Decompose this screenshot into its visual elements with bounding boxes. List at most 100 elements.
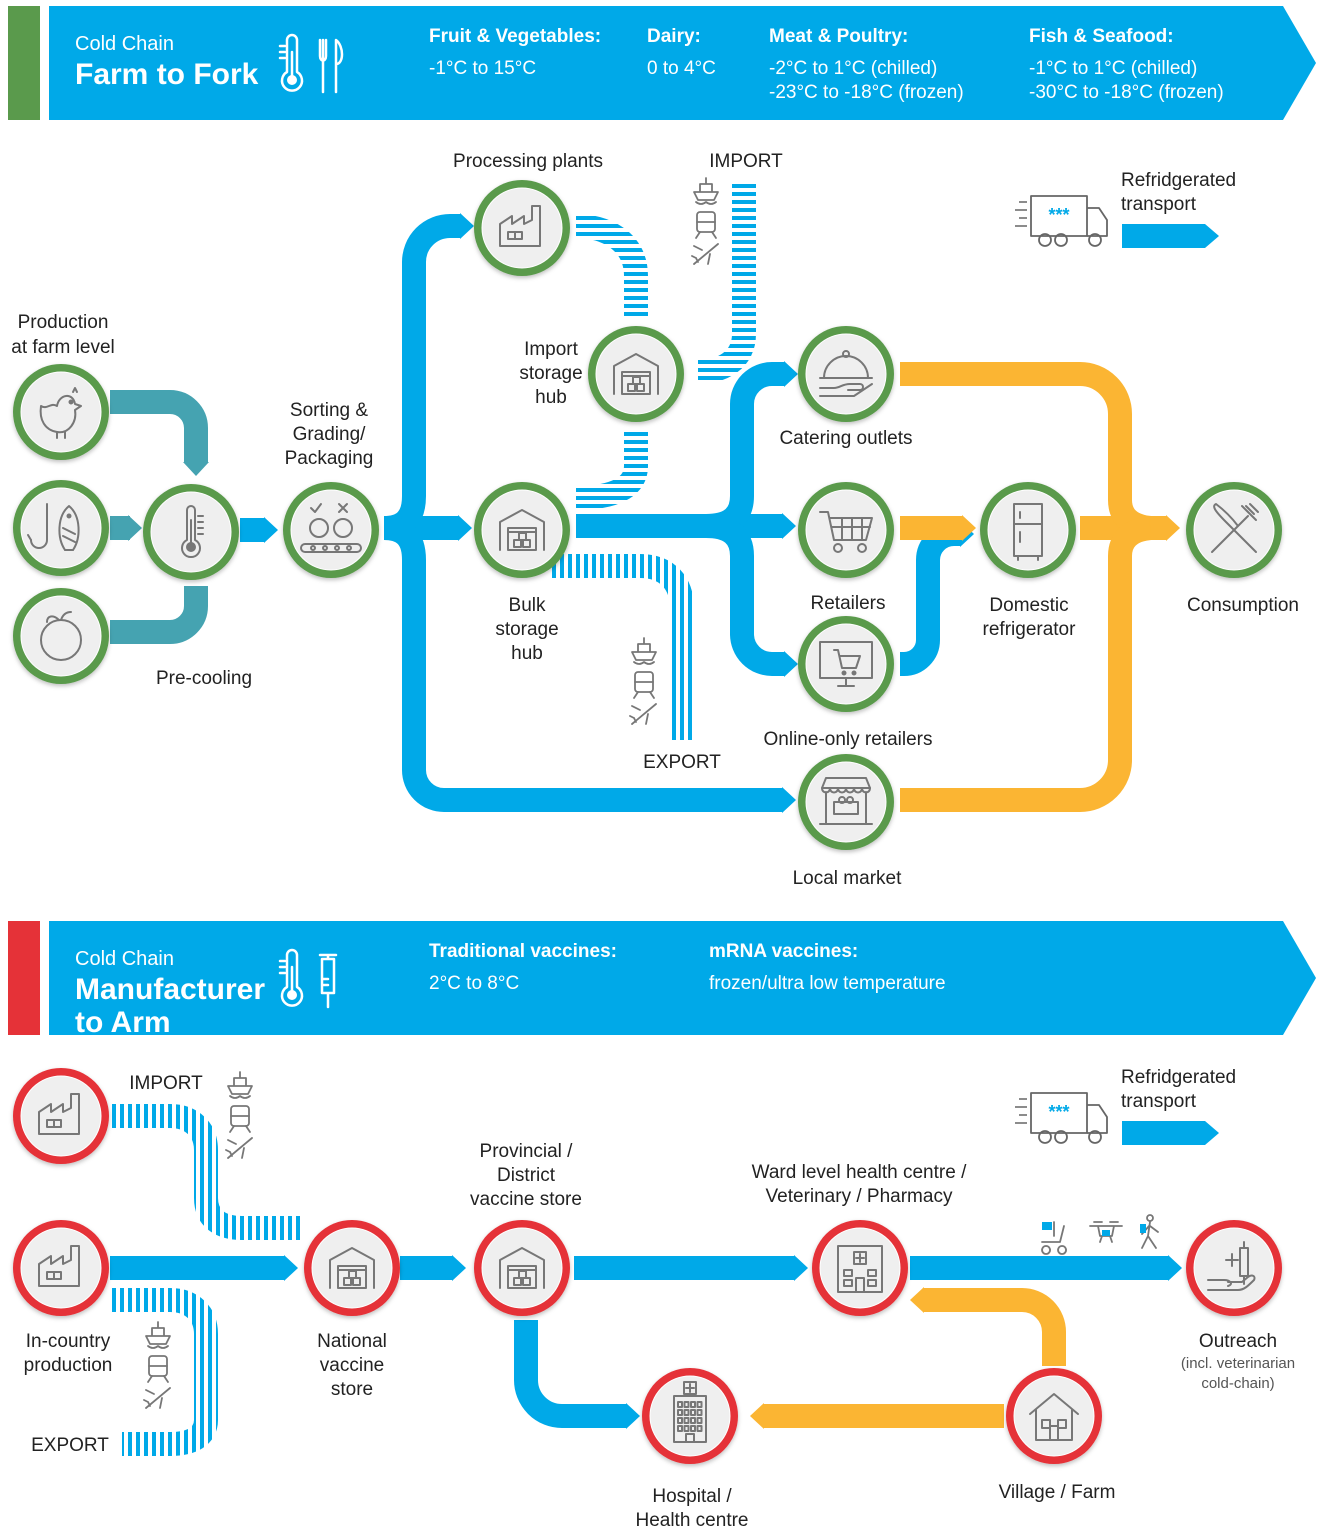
thermometer-icon — [278, 948, 304, 1007]
hand-syringe-icon — [1207, 1241, 1256, 1291]
node-poultry[interactable] — [13, 364, 109, 460]
label-provincial: vaccine store — [470, 1189, 582, 1210]
arrowhead — [284, 1255, 298, 1281]
banner-title: Farm to Fork — [75, 58, 259, 91]
label-fridge: Domestic — [989, 595, 1068, 616]
label-outreach-sub: cold-chain) — [1201, 1375, 1274, 1392]
chicken-icon — [39, 387, 82, 439]
export-transport-icons — [143, 1321, 171, 1409]
label-ward: Ward level health centre / — [752, 1162, 967, 1183]
factory-icon — [38, 1245, 80, 1287]
label-hospital: Hospital / — [652, 1486, 732, 1507]
label-provincial: Provincial / — [480, 1141, 574, 1162]
label-sorting: Packaging — [285, 448, 374, 469]
label-incountry: production — [24, 1355, 113, 1376]
banner-title: to Arm — [75, 1006, 171, 1039]
label-ward: Veterinary / Pharmacy — [766, 1186, 953, 1207]
node-import-hub[interactable] — [588, 326, 684, 422]
thermometer-icon — [181, 505, 204, 559]
flow-online-fridge — [892, 522, 966, 676]
node-fruit[interactable] — [13, 588, 109, 684]
node-ward[interactable] — [812, 1220, 908, 1316]
flow-sorting-market — [383, 516, 782, 812]
spec-value: 0 to 4°C — [647, 58, 716, 79]
arrowhead — [784, 651, 798, 677]
conveyor-icon — [300, 503, 362, 553]
node-online[interactable] — [798, 616, 894, 712]
spec-value: frozen/ultra low temperature — [709, 973, 946, 994]
svg-text:***: *** — [1048, 1102, 1069, 1122]
legend-label: transport — [1121, 1091, 1197, 1112]
label-market: Local market — [793, 868, 902, 889]
spec-value: -1°C to 1°C (chilled) — [1029, 58, 1197, 79]
syringe-icon — [318, 953, 338, 1009]
spec-value: -2°C to 1°C (chilled) — [769, 58, 937, 79]
label-catering: Catering outlets — [779, 428, 912, 449]
warehouse-icon — [329, 1247, 375, 1289]
node-national[interactable] — [304, 1220, 400, 1316]
banner-arrow — [49, 6, 1316, 120]
flow-incountry-export — [110, 1288, 218, 1456]
node-provincial[interactable] — [474, 1220, 570, 1316]
label-outreach: Outreach — [1199, 1331, 1277, 1352]
node-village[interactable] — [1006, 1368, 1102, 1464]
house-icon — [1029, 1393, 1079, 1441]
legend-label: Refridgerated — [1121, 1067, 1236, 1088]
node-fridge[interactable] — [980, 482, 1076, 578]
flow-import-importhub — [697, 182, 756, 384]
node-consumption[interactable] — [1186, 482, 1282, 578]
monitor-cart-icon — [819, 641, 873, 687]
arrowhead — [626, 1403, 640, 1429]
fish-hook-icon — [27, 503, 80, 551]
node-processing[interactable] — [474, 180, 570, 276]
label-national: store — [331, 1379, 373, 1400]
label-fridge: refrigerator — [983, 619, 1077, 640]
svg-text:***: *** — [1048, 205, 1069, 225]
node-sorting[interactable] — [283, 482, 379, 578]
node-market[interactable] — [798, 754, 894, 850]
spec-value: -30°C to -18°C (frozen) — [1029, 82, 1224, 103]
spec-name: Fruit & Vegetables: — [429, 26, 601, 47]
walker-icon — [1141, 1221, 1159, 1249]
fridge-icon — [1013, 503, 1043, 561]
refrigerated-transport-legend: *** Refridgerated transport — [1015, 1067, 1236, 1145]
arrowhead — [458, 515, 472, 541]
label-online: Online-only retailers — [764, 729, 933, 750]
banner-kicker: Cold Chain — [75, 33, 174, 55]
node-bulk-hub[interactable] — [474, 482, 570, 578]
shopping-cart-icon — [819, 511, 873, 553]
flow-importhub-bulk — [575, 428, 648, 510]
node-fish[interactable] — [13, 480, 109, 576]
spec-name: mRNA vaccines: — [709, 941, 858, 962]
warehouse-icon — [499, 1247, 545, 1289]
spec-value: -23°C to -18°C (frozen) — [769, 82, 964, 103]
fork-knife-icon — [1211, 503, 1259, 553]
label-import-hub: storage — [519, 363, 582, 384]
node-precool[interactable] — [143, 484, 239, 580]
import-label: IMPORT — [709, 151, 783, 172]
label-outreach-sub: (incl. veterinarian — [1181, 1355, 1295, 1372]
node-import-factory[interactable] — [13, 1068, 109, 1164]
label-incountry: In-country — [26, 1331, 111, 1352]
label-precooling: Pre-cooling — [156, 668, 252, 689]
label-national: vaccine — [320, 1355, 384, 1376]
flow-bulk-export — [550, 554, 694, 740]
arrowhead — [1168, 1255, 1182, 1281]
node-catering[interactable] — [798, 326, 894, 422]
label-processing: Processing plants — [453, 151, 603, 172]
node-incountry[interactable] — [13, 1220, 109, 1316]
production-label: at farm level — [11, 337, 114, 358]
label-import-hub: hub — [535, 387, 567, 408]
arrowhead — [794, 1255, 808, 1281]
import-label: IMPORT — [129, 1073, 203, 1094]
flow-poultry-precool — [110, 390, 208, 462]
node-outreach[interactable] — [1186, 1220, 1282, 1316]
export-transport-icons — [629, 637, 657, 725]
node-hospital[interactable] — [642, 1368, 738, 1464]
spec-name: Traditional vaccines: — [429, 941, 617, 962]
node-retailers[interactable] — [798, 482, 894, 578]
outreach-transport-icons — [1041, 1214, 1159, 1255]
